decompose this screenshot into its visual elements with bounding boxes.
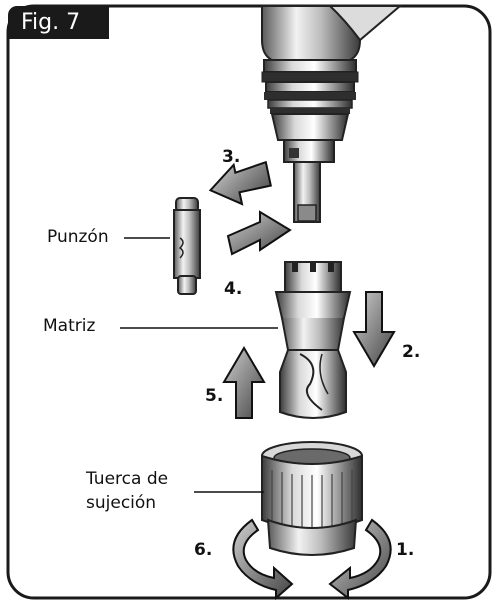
step-3-label: 3. xyxy=(222,147,241,167)
label-punch: Punzón xyxy=(47,227,109,247)
rotate-arrow-step-1 xyxy=(328,518,392,601)
step-1-label: 1. xyxy=(396,540,415,560)
punch-illustration xyxy=(173,197,201,295)
label-nut-line1: Tuerca de xyxy=(86,469,169,489)
tool-head-illustration xyxy=(261,5,403,223)
step-5-label: 5. xyxy=(205,386,224,406)
step-2-label: 2. xyxy=(402,342,421,362)
die-illustration xyxy=(274,261,352,419)
label-die: Matriz xyxy=(43,316,96,336)
figure-title: Fig. 7 xyxy=(8,6,109,39)
nut-illustration xyxy=(261,441,363,556)
frame-border xyxy=(6,4,492,600)
arrow-step-5 xyxy=(222,346,266,419)
arrow-step-3 xyxy=(208,160,272,206)
arrow-step-4 xyxy=(226,210,292,256)
label-nut-line2: sujeción xyxy=(86,493,157,513)
rotate-arrow-step-6 xyxy=(232,518,294,601)
arrow-step-2 xyxy=(352,291,396,368)
step-4-label: 4. xyxy=(224,279,243,299)
step-6-label: 6. xyxy=(194,540,213,560)
